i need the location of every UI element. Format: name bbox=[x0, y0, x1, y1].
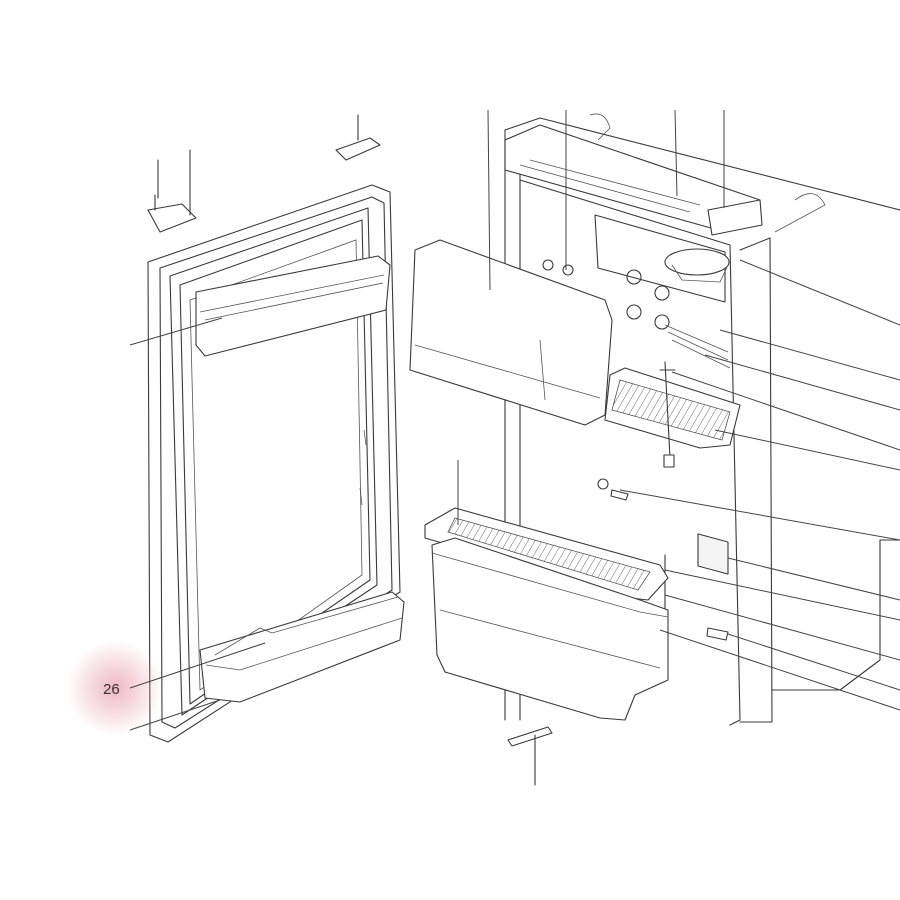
door-top-shelf bbox=[195, 255, 391, 357]
callout-26-leader bbox=[129, 642, 266, 689]
door-hinge-top bbox=[147, 149, 197, 233]
callout-26-label: 26 bbox=[103, 681, 120, 698]
callout-highlight-spot bbox=[67, 640, 163, 736]
control-panel-top bbox=[504, 113, 826, 236]
side-screws bbox=[597, 478, 729, 641]
callout-26: 26 bbox=[67, 640, 266, 736]
thermostat-sensor bbox=[659, 361, 676, 468]
hinge-pin-bottom bbox=[507, 726, 553, 786]
door-bottom-bin bbox=[199, 591, 405, 703]
freezer-shelf-rack bbox=[604, 367, 741, 449]
rear-bracket bbox=[697, 533, 729, 575]
crisper-drawer bbox=[431, 537, 669, 721]
crisper-cover-shelf bbox=[424, 507, 669, 601]
freezer-door-flap bbox=[409, 239, 613, 426]
hinge-pin-top bbox=[335, 114, 381, 161]
evaporator-area bbox=[542, 214, 731, 369]
leader-lines bbox=[129, 109, 900, 731]
